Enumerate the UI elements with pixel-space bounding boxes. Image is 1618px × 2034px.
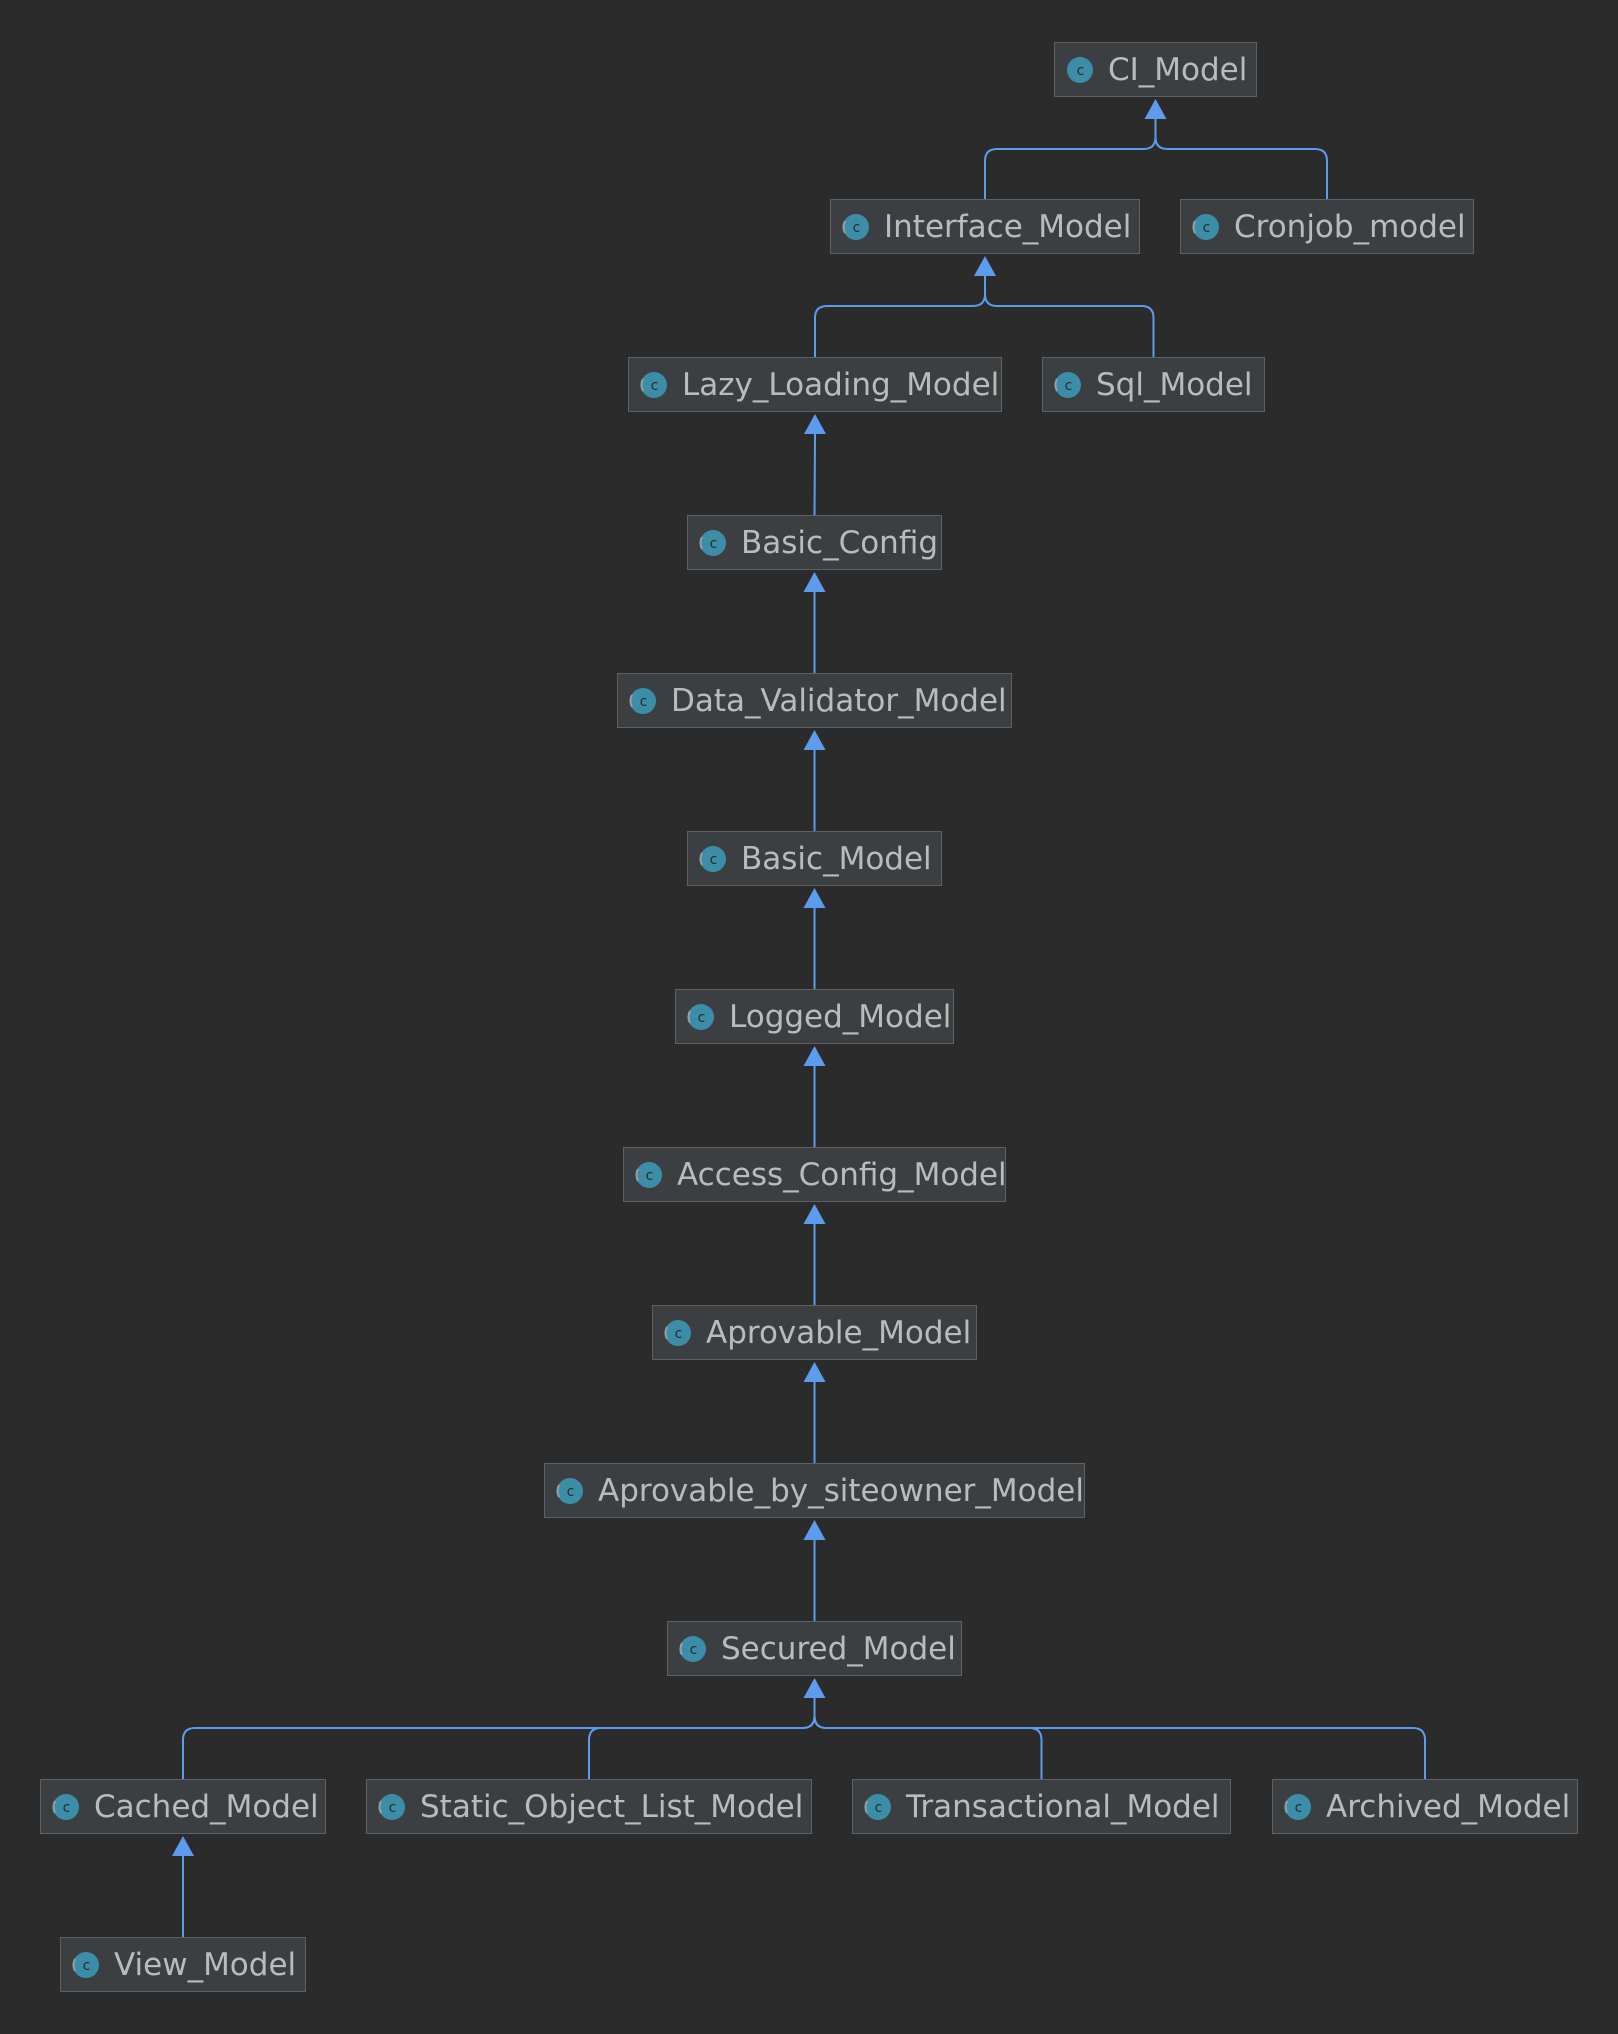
class-node-logged-model[interactable]: c Logged_Model [675, 989, 954, 1044]
inheritance-arrowhead [803, 1678, 826, 1698]
class-c-icon: c [663, 1318, 693, 1348]
class-node-secured-model[interactable]: c Secured_Model [667, 1621, 962, 1676]
svg-text:c: c [63, 1800, 71, 1816]
class-label: Cached_Model [94, 1788, 319, 1825]
svg-text:c: c [1203, 220, 1211, 236]
class-node-interface-model[interactable]: c Interface_Model [830, 199, 1140, 254]
class-c-icon: c [51, 1792, 81, 1822]
class-c-icon: c [628, 686, 658, 716]
class-c-icon: c [71, 1950, 101, 1980]
class-c-icon: c [698, 528, 728, 558]
class-c-icon: c [686, 1002, 716, 1032]
class-label: Basic_Model [741, 840, 932, 877]
svg-text:c: c [675, 1326, 683, 1342]
class-node-view-model[interactable]: c View_Model [60, 1937, 306, 1992]
class-c-icon: c [555, 1476, 585, 1506]
svg-text:c: c [710, 852, 718, 868]
svg-text:c: c [1065, 378, 1073, 394]
inheritance-arrowhead [803, 1520, 826, 1540]
class-node-basic-config[interactable]: c Basic_Config [687, 515, 942, 570]
class-node-basic-model[interactable]: c Basic_Model [687, 831, 942, 886]
class-node-sql-model[interactable]: c Sql_Model [1042, 357, 1265, 412]
inheritance-arrowhead [803, 730, 826, 750]
inheritance-arrowhead [804, 414, 826, 434]
inheritance-edge [182, 1698, 816, 1779]
svg-text:c: c [853, 220, 861, 236]
class-label: Access_Config_Model [677, 1156, 1007, 1193]
inheritance-edge [813, 1698, 1426, 1779]
svg-text:c: c [698, 1010, 706, 1026]
inheritance-arrowhead [803, 888, 826, 908]
class-c-icon: c [1283, 1792, 1313, 1822]
class-label: Secured_Model [721, 1630, 956, 1667]
class-label: Cronjob_model [1234, 208, 1466, 245]
class-c-icon: c [1053, 370, 1083, 400]
svg-text:c: c [83, 1958, 91, 1974]
inheritance-edge [1154, 119, 1328, 199]
class-c-icon: c [841, 212, 871, 242]
class-node-aprovable-model[interactable]: c Aprovable_Model [652, 1305, 977, 1360]
class-node-archived-model[interactable]: c Archived_Model [1272, 1779, 1578, 1834]
class-c-icon: c [1065, 55, 1095, 85]
class-c-icon: c [1191, 212, 1221, 242]
class-c-icon: c [678, 1634, 708, 1664]
class-label: Interface_Model [884, 208, 1132, 245]
class-node-access-config-model[interactable]: c Access_Config_Model [623, 1147, 1007, 1202]
svg-text:c: c [690, 1642, 698, 1658]
svg-text:c: c [875, 1800, 883, 1816]
class-c-icon: c [863, 1792, 893, 1822]
class-node-data-validator-model[interactable]: c Data_Validator_Model [617, 673, 1012, 728]
class-label: Lazy_Loading_Model [682, 366, 1000, 403]
inheritance-arrowhead [803, 1204, 826, 1224]
class-node-ci-model[interactable]: c CI_Model [1054, 42, 1257, 97]
svg-text:c: c [651, 378, 659, 394]
inheritance-edge [984, 276, 1155, 357]
class-c-icon: c [377, 1792, 407, 1822]
class-label: Transactional_Model [906, 1788, 1220, 1825]
inheritance-arrowhead [803, 1362, 826, 1382]
class-label: Sql_Model [1096, 366, 1253, 403]
inheritance-edge [814, 276, 986, 357]
inheritance-arrowhead [974, 256, 996, 276]
class-label: Logged_Model [729, 998, 952, 1035]
svg-text:c: c [710, 536, 718, 552]
svg-text:c: c [640, 694, 648, 710]
class-c-icon: c [634, 1160, 664, 1190]
inheritance-edge [984, 119, 1157, 199]
class-c-icon: c [639, 370, 669, 400]
class-label: Basic_Config [741, 524, 939, 561]
inheritance-edge [813, 433, 816, 516]
class-node-aprovable-by-siteowner-model[interactable]: c Aprovable_by_siteowner_Model [544, 1463, 1085, 1518]
class-node-static-object-list-model[interactable]: c Static_Object_List_Model [366, 1779, 812, 1834]
class-label: Aprovable_by_siteowner_Model [598, 1472, 1084, 1509]
inheritance-arrowhead [172, 1836, 194, 1856]
svg-text:c: c [1077, 63, 1085, 79]
class-node-cached-model[interactable]: c Cached_Model [40, 1779, 326, 1834]
inheritance-edge [588, 1698, 816, 1779]
class-label: View_Model [114, 1946, 297, 1983]
class-label: Aprovable_Model [706, 1314, 972, 1351]
inheritance-edge [813, 1698, 1043, 1779]
inheritance-arrowhead [1144, 99, 1167, 119]
class-c-icon: c [698, 844, 728, 874]
class-label: Data_Validator_Model [671, 682, 1007, 719]
inheritance-arrowhead [803, 572, 826, 592]
class-node-lazy-loading-model[interactable]: c Lazy_Loading_Model [628, 357, 1002, 412]
class-node-transactional-model[interactable]: c Transactional_Model [852, 1779, 1231, 1834]
class-label: Archived_Model [1326, 1788, 1571, 1825]
svg-text:c: c [1295, 1800, 1303, 1816]
svg-text:c: c [567, 1484, 575, 1500]
class-label: Static_Object_List_Model [420, 1788, 804, 1825]
svg-text:c: c [389, 1800, 397, 1816]
class-node-cronjob-model[interactable]: c Cronjob_model [1180, 199, 1474, 254]
svg-text:c: c [646, 1168, 654, 1184]
inheritance-arrowhead [803, 1046, 826, 1066]
class-label: CI_Model [1108, 51, 1248, 88]
